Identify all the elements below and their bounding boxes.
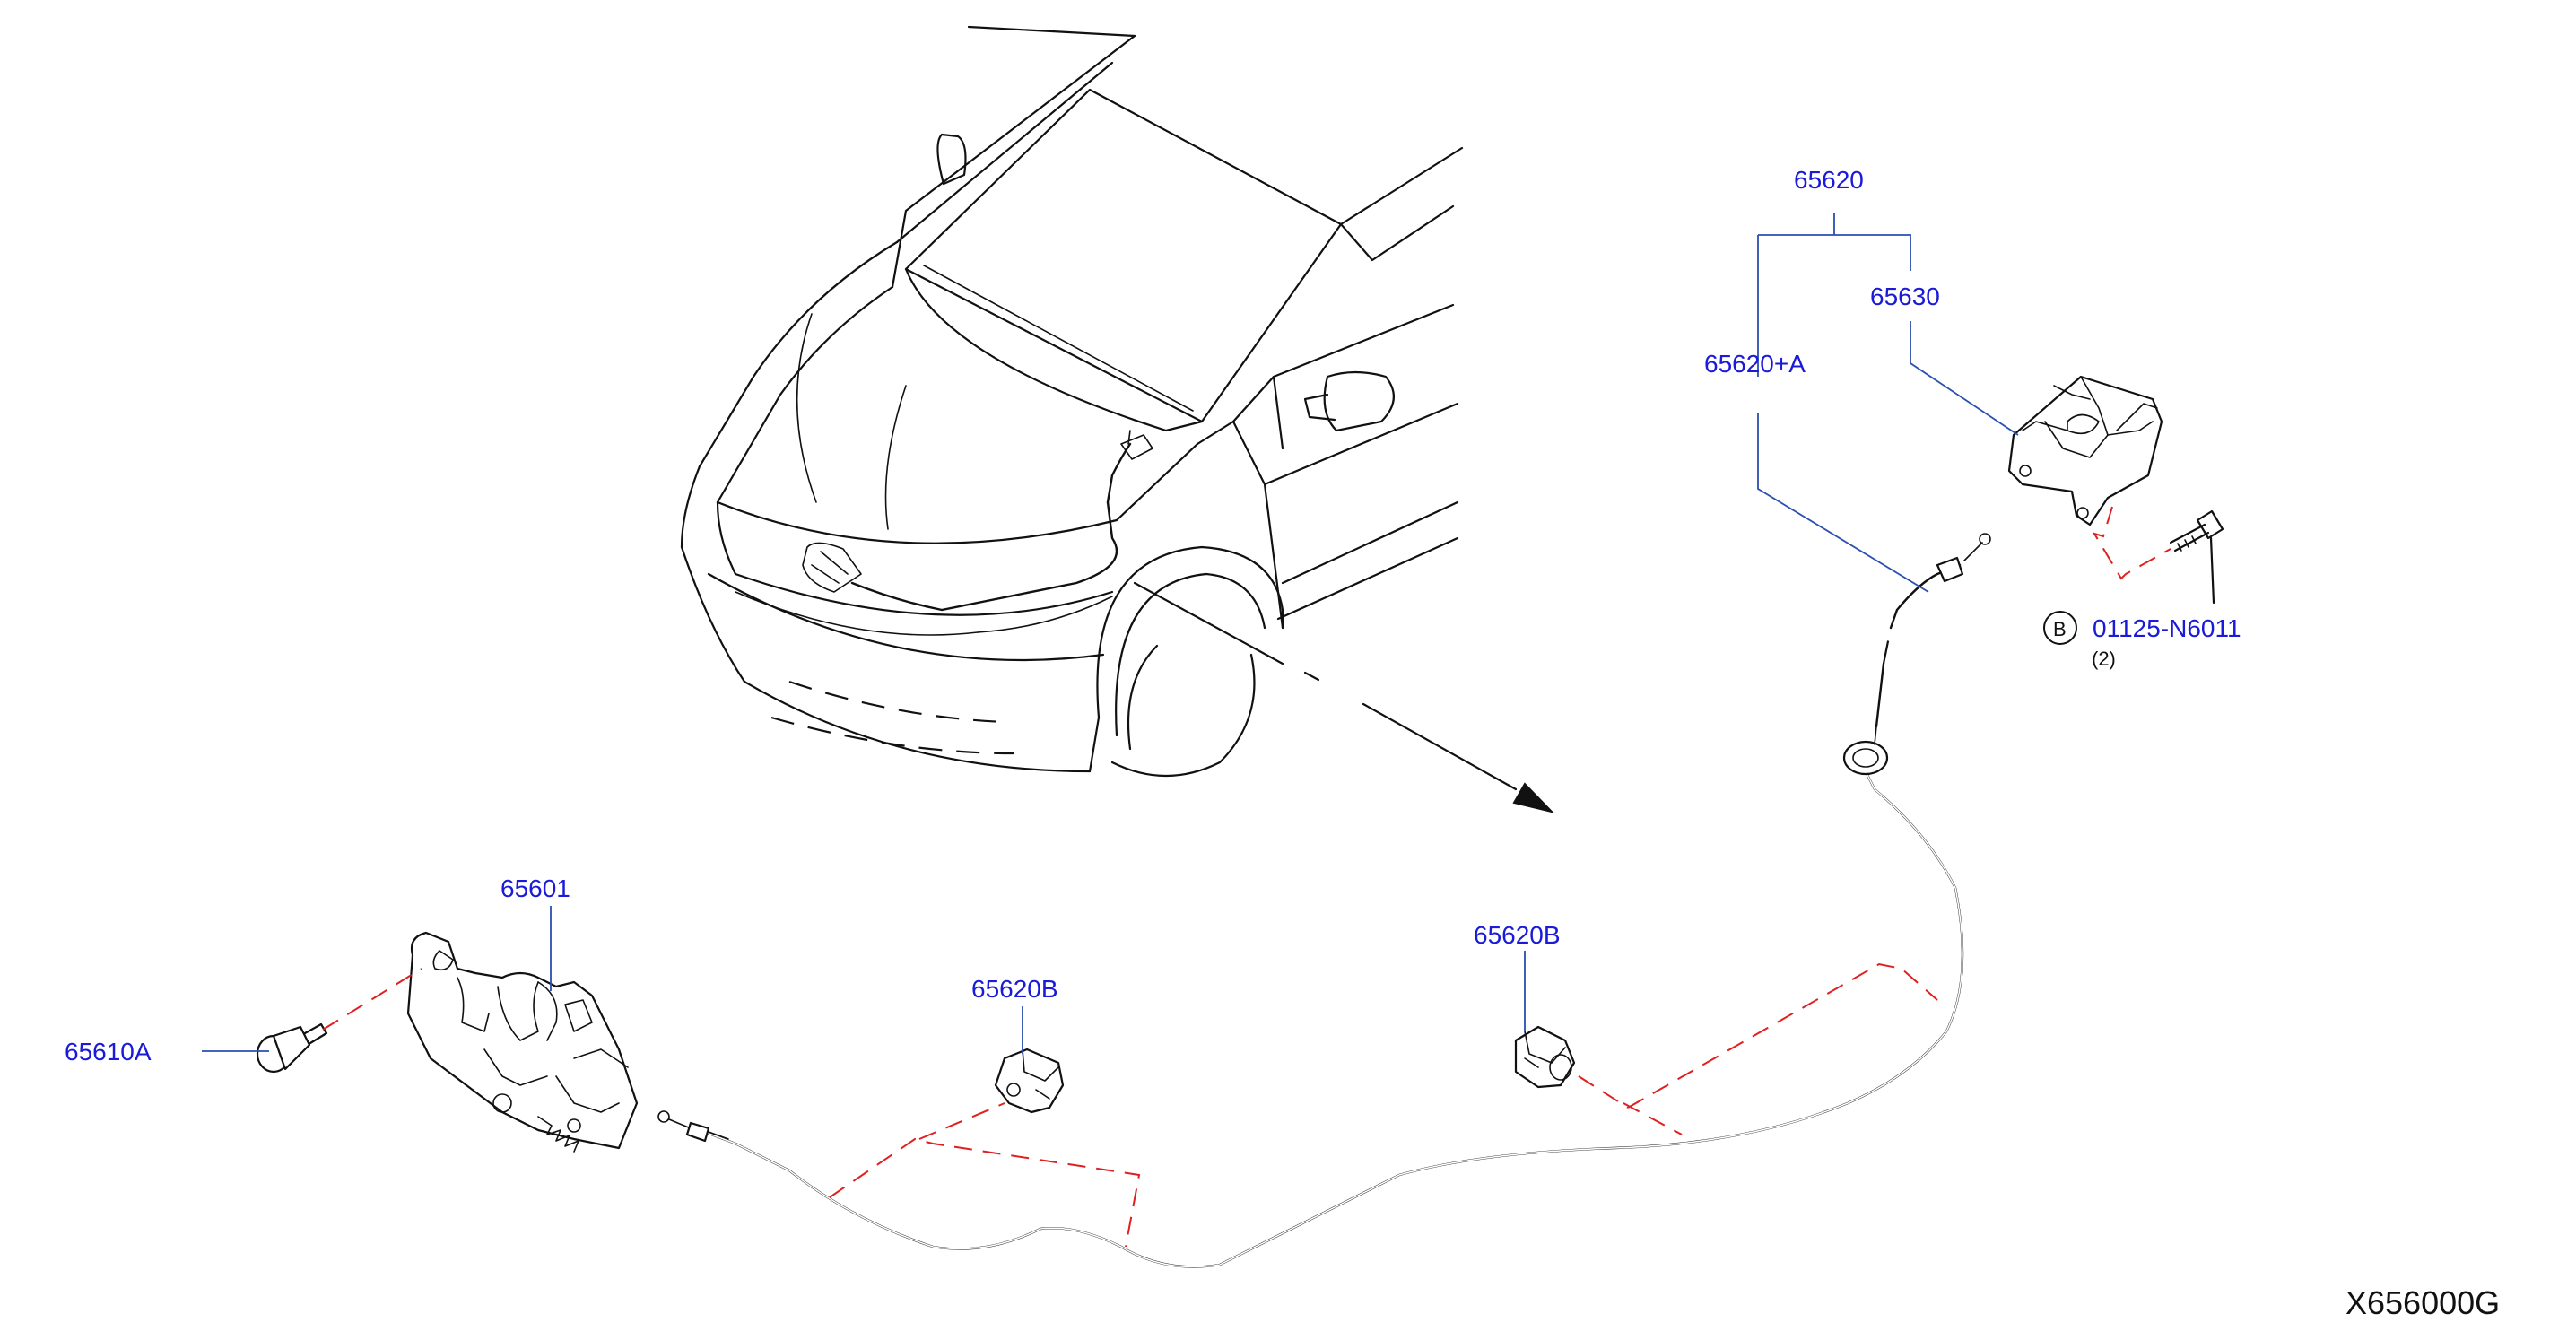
car-illustration — [680, 25, 1464, 778]
leader-lines — [202, 213, 2019, 1054]
cable-clip-right — [1514, 1025, 1576, 1089]
callout-b-letter: B — [2053, 618, 2067, 640]
hood-release-handle — [2007, 375, 2163, 526]
label-bolt-qty: (2) — [2092, 648, 2116, 670]
label-65620a: 65620+A — [1704, 350, 1806, 378]
hood-release-cable — [657, 533, 1991, 1268]
label-65610a: 65610A — [65, 1038, 152, 1066]
hood-lock-assembly — [406, 931, 639, 1153]
label-01125-n6011: 01125-N6011 — [2093, 614, 2241, 642]
diagram-code: X656000G — [2345, 1284, 2500, 1321]
direction-arrow — [1133, 581, 1555, 813]
bolt-65610a — [256, 1022, 328, 1074]
label-65630: 65630 — [1870, 283, 1940, 310]
bolt-01125 — [2169, 509, 2224, 605]
cable-clip-left — [994, 1048, 1065, 1114]
bolt-callout: B 01125-N6011 (2) — [2043, 611, 2241, 670]
label-65620b-left: 65620B — [971, 975, 1058, 1003]
label-65620b-right: 65620B — [1474, 921, 1561, 949]
label-65601: 65601 — [500, 874, 570, 902]
label-65620: 65620 — [1794, 166, 1864, 194]
callout-b-circle — [2043, 611, 2077, 645]
assembly-dash-lines — [322, 506, 2171, 1248]
